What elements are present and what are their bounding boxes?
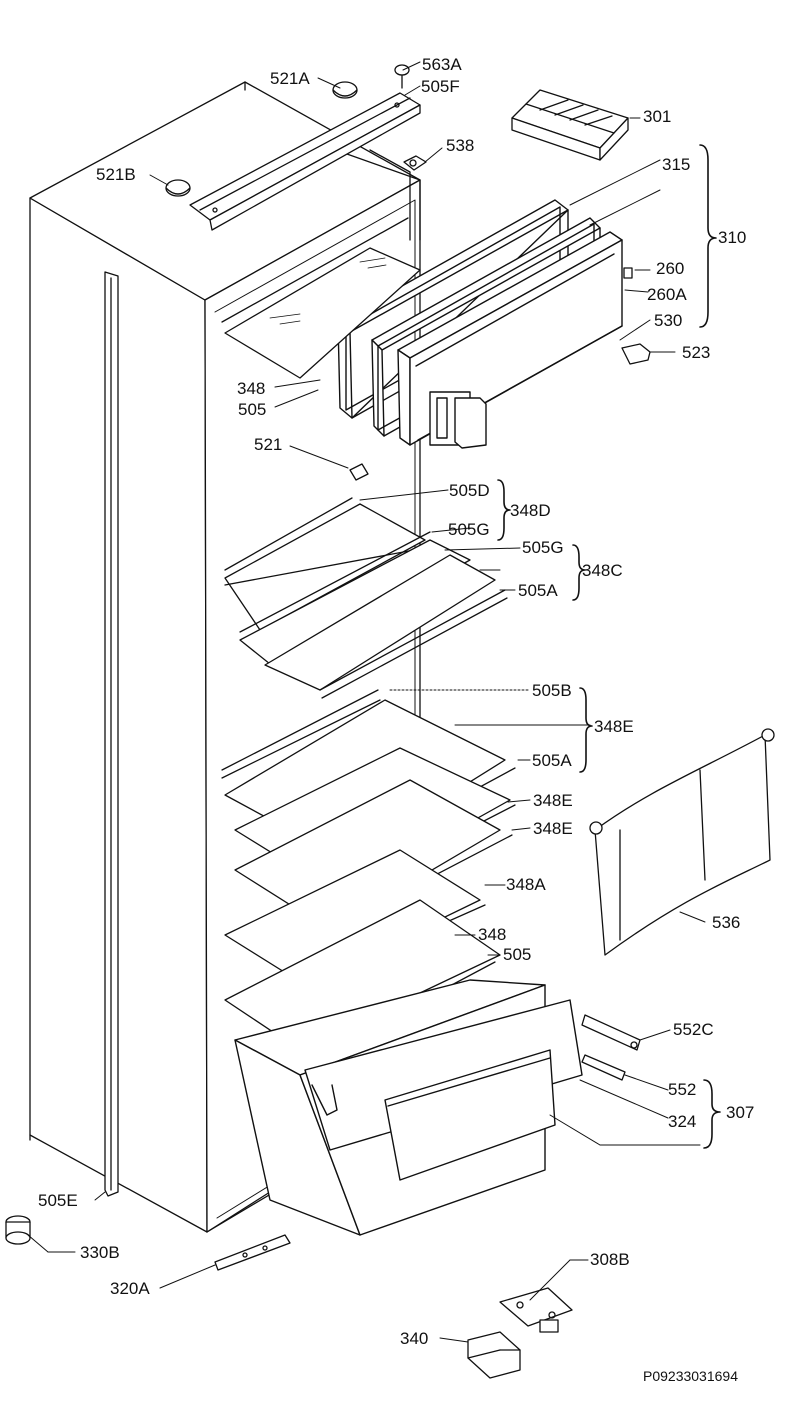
- label-505G-2: 505G: [522, 538, 564, 557]
- leader-lines: [27, 61, 706, 1343]
- label-521A: 521A: [270, 69, 310, 88]
- label-505E: 505E: [38, 1191, 78, 1210]
- label-310: 310: [718, 228, 747, 247]
- hinge-plate-308B: [499, 1287, 573, 1333]
- label-538: 538: [446, 136, 475, 155]
- clip-521: [349, 463, 369, 481]
- ice-tray: [511, 89, 629, 161]
- label-521B: 521B: [96, 165, 136, 184]
- label-348-top: 348: [237, 379, 266, 398]
- clip-521A: [332, 81, 358, 99]
- label-260: 260: [656, 259, 685, 278]
- screw-563A: [394, 64, 410, 89]
- label-315: 315: [662, 155, 691, 174]
- label-348E-3: 348E: [533, 819, 573, 838]
- hinge-523: [621, 343, 651, 365]
- label-552: 552: [668, 1080, 697, 1099]
- foot-330B: [5, 1215, 31, 1245]
- label-330B: 330B: [80, 1243, 120, 1262]
- label-301: 301: [643, 107, 672, 126]
- door-bin-536: [589, 728, 775, 956]
- freezer-glass-shelf: [224, 247, 421, 379]
- label-505G-1: 505G: [448, 520, 490, 539]
- label-552C: 552C: [673, 1020, 714, 1039]
- label-505-low: 505: [503, 945, 532, 964]
- shelf-348C-2: [264, 554, 508, 699]
- label-505-top: 505: [238, 400, 267, 419]
- label-348E-2: 348E: [533, 791, 573, 810]
- label-521: 521: [254, 435, 283, 454]
- label-536: 536: [712, 913, 741, 932]
- brackets: [497, 144, 721, 1149]
- freezer-door-530: [397, 231, 623, 449]
- label-324: 324: [668, 1112, 697, 1131]
- label-523: 523: [682, 343, 711, 362]
- hinge-260: [623, 267, 633, 279]
- label-348-low: 348: [478, 925, 507, 944]
- cover-340: [467, 1331, 521, 1379]
- label-505A-2: 505A: [532, 751, 572, 770]
- label-505B: 505B: [532, 681, 572, 700]
- label-260A: 260A: [647, 285, 687, 304]
- rail-552: [581, 1054, 626, 1081]
- top-rail: [189, 92, 421, 231]
- label-505D: 505D: [449, 481, 490, 500]
- rail-552C: [581, 1014, 641, 1051]
- label-348A: 348A: [506, 875, 546, 894]
- diagram-reference-code: P09233031694: [643, 1368, 738, 1384]
- label-340: 340: [400, 1329, 429, 1348]
- crisper-drawer: [234, 979, 583, 1236]
- label-348E-1: 348E: [594, 717, 634, 736]
- shelf-348D: [224, 497, 426, 631]
- label-307: 307: [726, 1103, 755, 1122]
- label-308B: 308B: [590, 1250, 630, 1269]
- label-530: 530: [654, 311, 683, 330]
- bottom-rail-320A: [214, 1234, 291, 1271]
- bracket-538: [403, 155, 427, 171]
- shelf-348C-1: [239, 531, 471, 669]
- label-505F: 505F: [421, 77, 460, 96]
- label-320A: 320A: [110, 1279, 150, 1298]
- label-505A-1: 505A: [518, 581, 558, 600]
- label-563A: 563A: [422, 55, 462, 74]
- label-348C: 348C: [582, 561, 623, 580]
- label-348D: 348D: [510, 501, 551, 520]
- clip-521B: [165, 179, 191, 197]
